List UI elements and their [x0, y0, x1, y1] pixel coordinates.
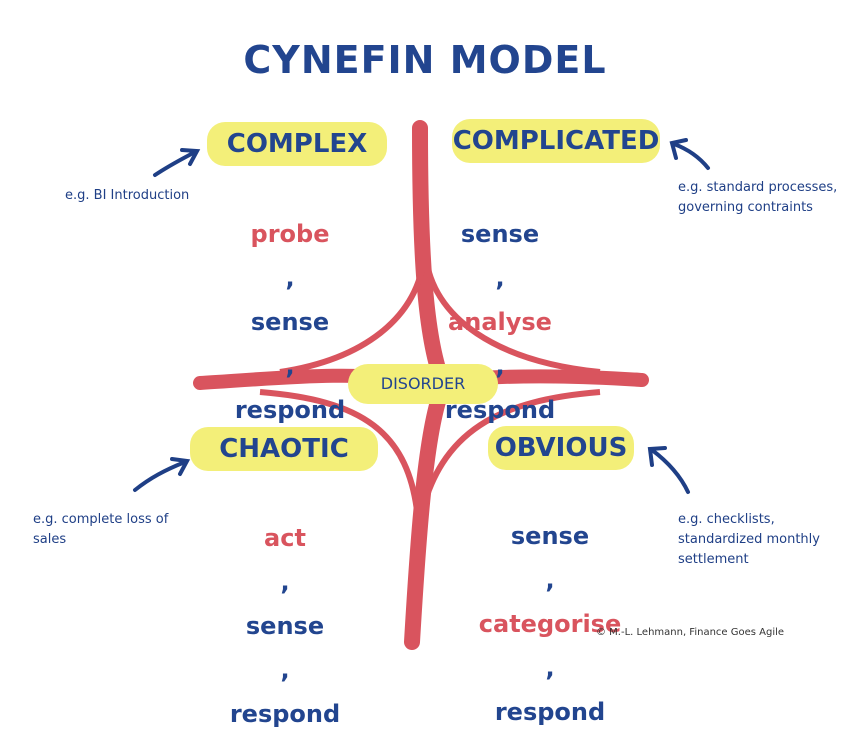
complicated-steps: sense, analyse, respond: [440, 212, 560, 432]
complicated-example-line: e.g. standard processes,: [678, 180, 838, 195]
complicated-example-line: governing contraints: [678, 200, 813, 215]
chaotic-steps: act, sense, respond: [225, 516, 345, 736]
domain-disorder-label: DISORDER: [348, 364, 498, 404]
obvious-example-line: settlement: [678, 552, 749, 567]
chaotic-step-3: respond: [229, 700, 341, 728]
obvious-step-2: categorise,: [478, 610, 622, 682]
obvious-example-line: e.g. checklists,: [678, 512, 775, 527]
chaotic-step-1: act,: [264, 524, 306, 596]
complicated-step-3: respond: [444, 396, 556, 424]
complex-steps: probe, sense, respond: [230, 212, 350, 432]
arrow-chaotic-icon: [133, 457, 191, 492]
arrow-complex-icon: [153, 148, 201, 177]
arrow-complicated-icon: [669, 138, 710, 170]
chaotic-example-line: e.g. complete loss of: [33, 512, 169, 527]
obvious-step-3: respond: [494, 698, 606, 726]
cross-curve-bl: [259, 389, 421, 521]
complicated-example: e.g. standard processes, governing contr…: [678, 178, 837, 218]
complicated-step-2: analyse,: [448, 308, 552, 380]
chaotic-step-2: sense,: [245, 612, 325, 684]
arrow-obvious-icon: [647, 446, 690, 494]
domain-chaotic-label: CHAOTIC: [190, 427, 378, 471]
obvious-example-line: standardized monthly: [678, 532, 820, 547]
complex-example: e.g. BI Introduction: [65, 188, 190, 203]
cross-curve-tl: [279, 249, 428, 375]
cross-vertical-bottom: [404, 387, 448, 650]
complex-step-2: sense,: [250, 308, 330, 380]
page-title: CYNEFIN MODEL: [243, 38, 607, 82]
domain-complex-label: COMPLEX: [207, 122, 387, 166]
domain-obvious-label: OBVIOUS: [488, 426, 634, 470]
complicated-step-1: sense,: [460, 220, 540, 292]
chaotic-example-line: sales: [33, 532, 67, 547]
cynefin-cross: [133, 120, 710, 650]
chaotic-example: e.g. complete loss of sales: [33, 510, 168, 550]
cross-vertical-top: [412, 120, 448, 383]
domain-complicated-label: COMPLICATED: [452, 119, 660, 163]
cross-curve-tr: [422, 249, 601, 375]
obvious-steps: sense, categorise, respond: [470, 514, 630, 734]
obvious-example: e.g. checklists, standardized monthly se…: [678, 510, 820, 570]
complex-step-1: probe,: [250, 220, 330, 292]
cross-curve-br: [417, 389, 601, 521]
obvious-step-1: sense,: [510, 522, 590, 594]
complex-step-3: respond: [234, 396, 346, 424]
credit-text: © M.-L. Lehmann, Finance Goes Agile: [596, 627, 785, 638]
